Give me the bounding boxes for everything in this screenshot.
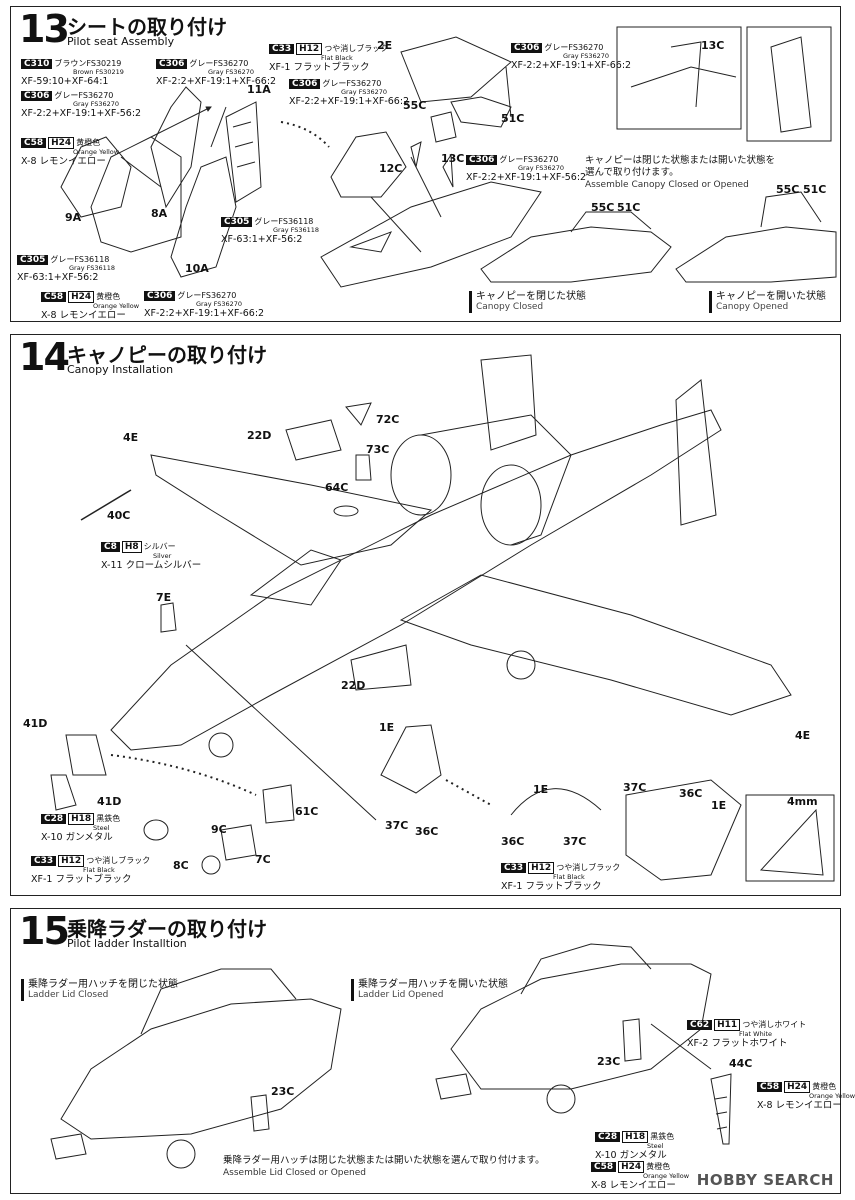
lid-closed-label: 乗降ラダー用ハッチを閉じた状態 Ladder Lid Closed <box>21 979 178 1001</box>
seat-assembly-drawing <box>60 26 837 288</box>
part-label: 55C <box>591 201 615 214</box>
step-title: シートの取り付け <box>67 15 227 39</box>
step-14-panel: 14 キャノピーの取り付け Canopy Installation <box>10 334 841 896</box>
part-label: 4E <box>123 431 139 444</box>
lid-opened-label: 乗降ラダー用ハッチを開いた状態 Ladder Lid Opened <box>351 979 508 1001</box>
part-label: 36C <box>501 835 525 848</box>
part-label: 37C <box>623 781 647 794</box>
part-label: 72C <box>376 413 400 426</box>
step-number: 14 <box>19 335 70 379</box>
part-label: 7E <box>156 591 172 604</box>
part-label: 9A <box>65 211 82 224</box>
part-label: 4E <box>795 729 811 742</box>
dimension-label: 4mm <box>787 795 818 808</box>
part-label: 7C <box>255 853 271 866</box>
canopy-installation-drawing <box>50 354 835 882</box>
watermark: HOBBY SEARCH <box>696 1171 834 1189</box>
part-label: 61C <box>295 805 319 818</box>
step-13-panel: 13 シートの取り付け Pilot seat Assembly <box>10 6 841 322</box>
part-label: 64C <box>325 481 349 494</box>
part-label: 73C <box>366 443 390 456</box>
ladder-installation-drawing <box>50 943 732 1169</box>
part-label: 1E <box>533 783 549 796</box>
part-label: 51C <box>501 112 525 125</box>
step-subtitle: Pilot seat Assembly <box>67 35 175 48</box>
step-number: 15 <box>19 909 70 953</box>
part-label: 8A <box>151 207 168 220</box>
part-label: 37C <box>563 835 587 848</box>
canopy-note: キャノピーは閉じた状態または開いた状態を 選んで取り付けます。 Assemble… <box>585 155 776 190</box>
part-label: 10A <box>185 262 209 275</box>
lid-note: 乗降ラダー用ハッチは閉じた状態または開いた状態を選んで取り付けます。 Assem… <box>223 1155 545 1178</box>
part-label: 8C <box>173 859 189 872</box>
part-label: 22D <box>247 429 272 442</box>
step-15-panel: 15 乗降ラダーの取り付け Pilot ladder Installtion 乗… <box>10 908 855 1194</box>
part-label: 36C <box>415 825 439 838</box>
part-label: 23C <box>597 1055 621 1068</box>
step-title: 乗降ラダーの取り付け <box>67 917 267 941</box>
part-label: 12C <box>379 162 403 175</box>
part-label: 51C <box>803 183 827 196</box>
part-label: 37C <box>385 819 409 832</box>
part-label: 36C <box>679 787 703 800</box>
part-label: 55C <box>403 99 427 112</box>
part-label: 11A <box>247 83 271 96</box>
step-subtitle: Canopy Installation <box>67 363 174 376</box>
part-label: 2E <box>377 39 393 52</box>
part-label: 1E <box>711 799 727 812</box>
part-label: 1E <box>379 721 395 734</box>
canopy-closed-label: キャノピーを閉じた状態 Canopy Closed <box>469 291 586 313</box>
canopy-opened-label: キャノピーを開いた状態 Canopy Opened <box>709 291 826 313</box>
step-subtitle: Pilot ladder Installtion <box>67 937 187 950</box>
part-label: 22D <box>341 679 366 692</box>
part-label: 13C <box>701 39 725 52</box>
step-title: キャノピーの取り付け <box>67 343 267 367</box>
part-label: 13C <box>441 152 465 165</box>
part-label: 40C <box>107 509 131 522</box>
part-label: 44C <box>729 1057 753 1070</box>
part-label: 41D <box>23 717 48 730</box>
part-label: 55C <box>776 183 800 196</box>
part-label: 41D <box>97 795 122 808</box>
part-label: 9C <box>211 823 227 836</box>
part-label: 51C <box>617 201 641 214</box>
step-number: 13 <box>19 7 70 51</box>
part-label: 23C <box>271 1085 295 1098</box>
